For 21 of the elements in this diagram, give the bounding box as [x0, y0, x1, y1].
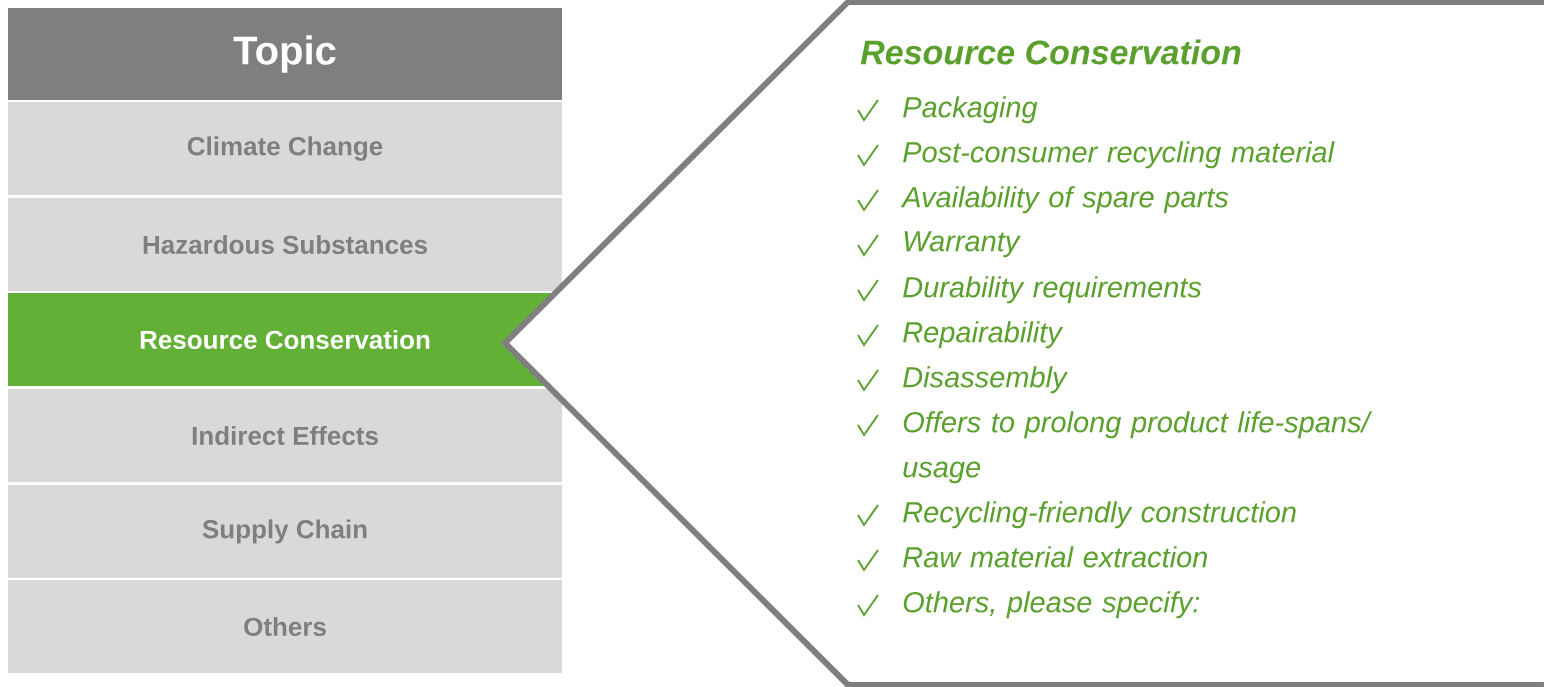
callout-title: Resource Conservation	[860, 39, 1241, 65]
list-item: Raw material extraction	[903, 546, 1208, 568]
list-item: Packaging	[903, 96, 1038, 124]
list-item: Offers to prolong product life-spans/ usage	[903, 411, 1373, 484]
topic-row: Climate Change	[8, 102, 562, 195]
node-label: Supply Chain	[202, 519, 367, 544]
topic-row: Supply Chain	[8, 485, 562, 578]
list-item: Post-consumer recycling material	[903, 141, 1335, 169]
topic-row: Others	[8, 580, 562, 673]
list-item: Warranty	[904, 231, 1021, 258]
list-item: Repairability	[903, 321, 1064, 349]
list-item: Availability of spare parts	[900, 186, 1229, 214]
list-item: Durability requirements	[903, 276, 1202, 304]
topic-row: Indirect Effects	[8, 389, 562, 482]
list-item: Others, please specify:	[903, 591, 1200, 619]
topic-row: Hazardous Substances	[8, 198, 562, 291]
list-item: Recycling-friendly construction	[903, 501, 1296, 529]
header-cell: Topic	[8, 8, 562, 100]
list-item: Disassembly	[903, 366, 1068, 394]
node-label: Others	[244, 616, 326, 637]
topic-row: Resource Conservation	[8, 293, 562, 386]
